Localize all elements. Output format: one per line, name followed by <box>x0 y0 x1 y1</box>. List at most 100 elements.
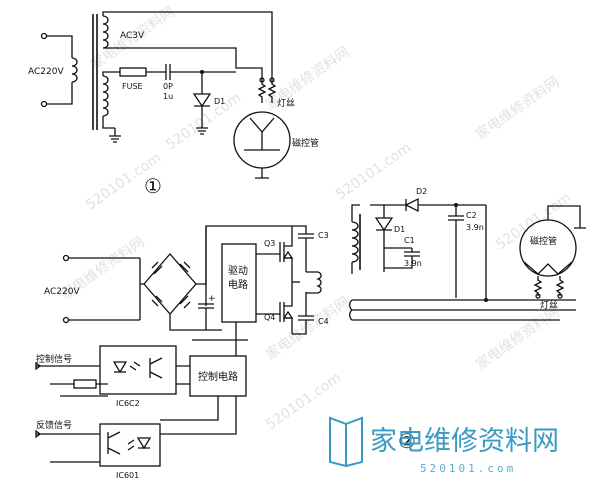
optocoupler-ic6c2 <box>99 345 177 395</box>
c3-label: C3 <box>318 231 329 240</box>
magnetron-label: 磁控管 <box>292 137 319 149</box>
transformer-secondary-coil <box>102 15 109 49</box>
feedback-signal-label: 反馈信号 <box>36 419 72 431</box>
ground-symbol <box>109 128 121 143</box>
diode-d1 <box>192 72 212 128</box>
capacitor-c3 <box>292 225 314 272</box>
bridge-rectifier <box>143 253 197 315</box>
drive-circuit-label: 驱动 <box>228 265 248 277</box>
filament-terminal <box>535 293 541 299</box>
watermark-text: 家电维修资料网 <box>263 293 353 363</box>
hv-wire <box>102 71 120 129</box>
filter-cap-plus: + <box>208 294 216 304</box>
transformer-primary-coil <box>71 57 78 83</box>
filament-winding <box>349 299 576 321</box>
filament-terminal <box>557 293 563 299</box>
filament-resistor <box>267 80 277 103</box>
transformer-hv-coil <box>102 75 109 117</box>
site-logo: 家电维修资料网 520101.com <box>329 416 559 475</box>
capacitor-c2 <box>448 205 464 298</box>
magnetron-internals <box>244 117 280 179</box>
transistor-q4 <box>256 292 293 334</box>
filament-supply-wire <box>102 11 273 80</box>
watermark-text: 家电维修资料网 <box>473 303 563 373</box>
capacitor-c4 <box>292 292 314 335</box>
opto-transistor <box>107 431 121 455</box>
opto1-label: IC6C2 <box>116 399 140 408</box>
transistor-q3-diode <box>282 250 294 259</box>
control-wire <box>160 322 237 435</box>
capacitor-label: 0P <box>163 82 173 91</box>
transistor-q4-diode <box>282 310 294 319</box>
watermark-domain: 520101.com <box>163 90 244 153</box>
filament-label: 灯丝 <box>277 97 295 109</box>
diode-label: D1 <box>214 97 225 106</box>
diagram2-marker: ② <box>398 429 416 453</box>
ground-symbol <box>196 127 208 135</box>
magnetron-internals <box>523 261 573 275</box>
filament-supply-wire <box>103 47 263 80</box>
control-signal-wire <box>36 365 108 397</box>
hv-transformer-primary <box>351 221 359 263</box>
magnetron-antenna <box>547 205 586 229</box>
diagram1-marker: ① <box>144 174 162 198</box>
drive-circuit-label: 电路 <box>228 278 248 291</box>
diagram-2: AC220V + 驱动 电路 Q3 Q4 C3 C4 D1 <box>35 187 586 480</box>
dc-bus-wire <box>205 226 222 331</box>
logo-book-icon <box>329 416 347 468</box>
magnetron-tube <box>519 219 577 277</box>
watermark-text: 家电维修资料网 <box>473 73 563 143</box>
diode-d2 <box>404 197 456 213</box>
watermark-domain: 520101.com <box>263 370 344 433</box>
opto-output-wire <box>176 365 190 385</box>
c1-value: 3.9n <box>404 259 422 268</box>
c2-value: 3.9n <box>466 223 484 232</box>
capacitor-value: 1u <box>163 92 173 101</box>
opto-transistor <box>149 357 163 379</box>
hv-capacitor <box>146 64 202 80</box>
d2-label: D2 <box>416 187 427 196</box>
optocoupler-ic601 <box>99 423 161 467</box>
diode-d1 <box>370 204 406 268</box>
signal-resistor <box>73 379 97 389</box>
filament-resistor <box>533 276 565 296</box>
input-wire <box>68 257 140 321</box>
logo-text: 家电维修资料网 <box>370 426 559 457</box>
filament-terminal <box>259 77 265 83</box>
watermark-domain: 520101.com <box>333 140 414 203</box>
diagram-1: AC220V AC3V FUSE 0P 1u D1 灯丝 <box>28 11 319 198</box>
drive-circuit-block <box>221 243 257 323</box>
signal-arrow <box>35 361 42 371</box>
fuse <box>119 67 147 77</box>
fuse-label: FUSE <box>122 82 143 91</box>
secondary-voltage-label: AC3V <box>120 31 145 41</box>
transistor-q3-label: Q3 <box>264 239 275 248</box>
c2-label: C2 <box>466 211 477 220</box>
d1-label: D1 <box>394 225 405 234</box>
magnetron-label: 磁控管 <box>530 235 557 247</box>
transistor-q3 <box>256 226 293 272</box>
ac-input-terminal <box>40 100 48 108</box>
ac-input-terminal <box>40 32 48 40</box>
c1-label: C1 <box>404 236 415 245</box>
ac-input-terminal <box>62 254 70 262</box>
ac-input-terminal <box>62 316 70 324</box>
opto-led <box>127 437 152 451</box>
opto2-label: IC601 <box>116 471 139 480</box>
capacitor-c1 <box>384 247 420 269</box>
control-signal-label: 控制信号 <box>36 353 72 365</box>
feedback-wire <box>36 433 100 463</box>
transistor-q4-label: Q4 <box>264 313 275 322</box>
signal-arrow <box>35 429 42 439</box>
hv-wire <box>351 204 360 274</box>
filament-terminal <box>269 77 275 83</box>
diagram2-source-label: AC220V <box>44 287 80 297</box>
c4-label: C4 <box>318 317 329 326</box>
opto-led <box>112 361 141 374</box>
control-circuit-label: 控制电路 <box>198 370 238 383</box>
diagram1-source-label: AC220V <box>28 67 64 77</box>
logo-book-icon <box>345 416 363 467</box>
filter-capacitor <box>198 303 214 309</box>
rectifier-diodes <box>151 261 191 309</box>
